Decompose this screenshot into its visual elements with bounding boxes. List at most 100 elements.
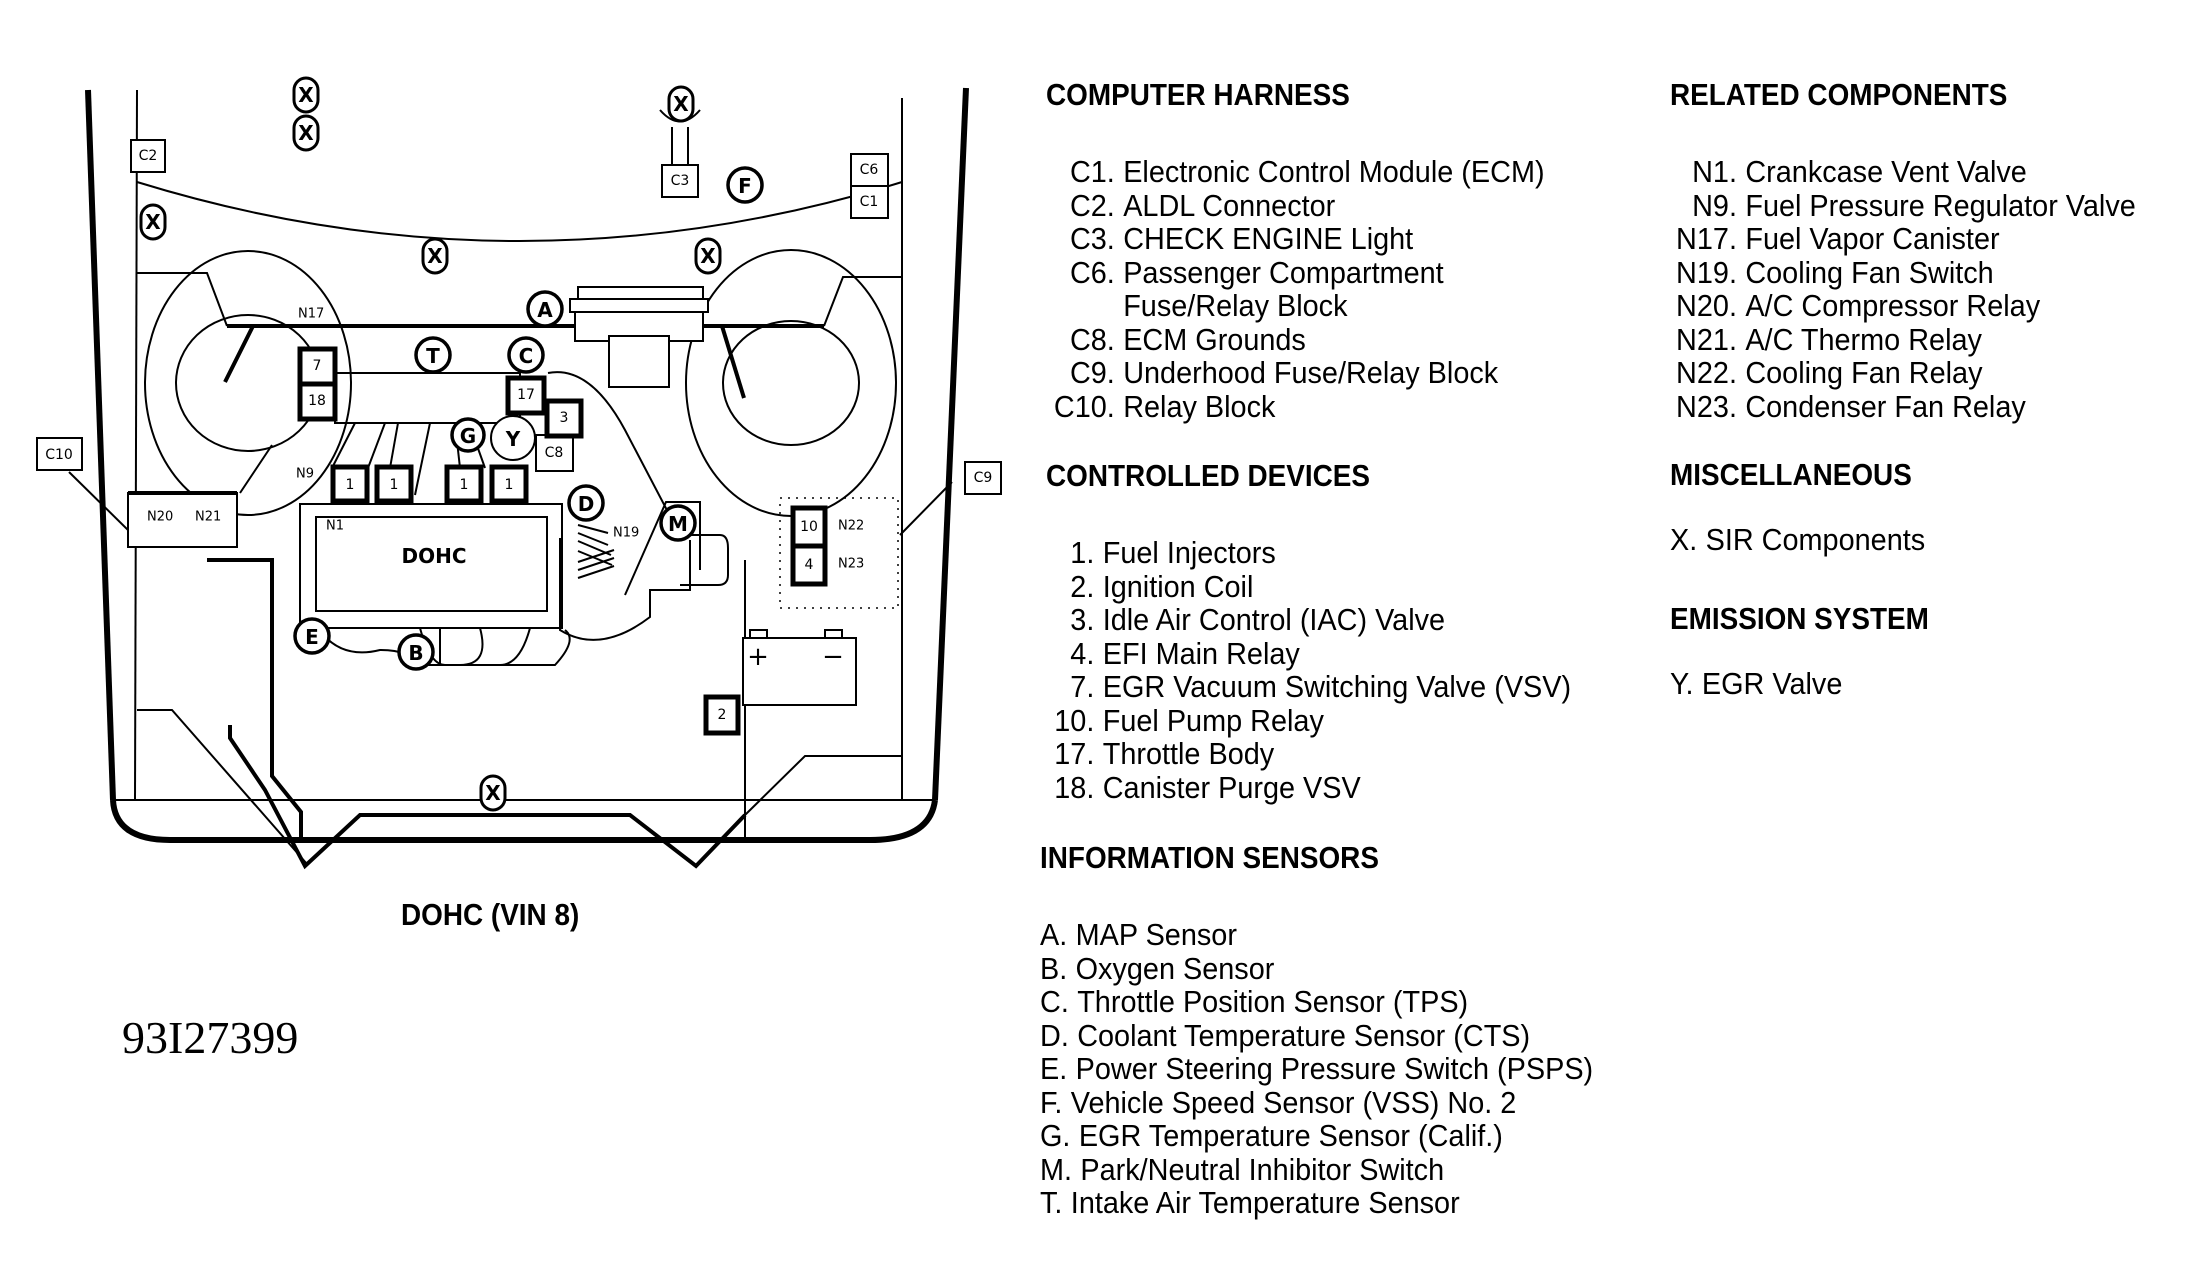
legend-item-text-wrap: A/C Thermo Relay [1745,322,1982,357]
section-title: RELATED COMPONENTS [1670,77,2008,112]
legend-item-code: N19. [1676,254,1737,290]
callout-x: X [292,114,320,152]
legend-item-text: Passenger Compartment [1123,254,1444,290]
legend-item-text: Underhood Fuse/Relay Block [1123,355,1499,390]
hose [547,371,729,586]
legend-item-text-wrap: Park/Neutral Inhibitor Switch [1080,1151,1445,1187]
legend-item-text: Oxygen Sensor [1075,950,1275,986]
legend-item-code: B. [1040,950,1068,986]
injector-1-label: 1 [346,477,355,493]
svg-text:X: X [298,83,314,107]
injector-2-label: 1 [390,477,399,493]
legend-item: C3.CHECK ENGINE Light [1046,222,1545,256]
legend-list: X.SIR Components [1670,523,1944,557]
battery-plus: + [747,642,769,672]
legend-item-code: 10. [1054,702,1095,738]
legend-item-text-wrap: Canister Purge VSV [1102,769,1361,805]
device-2-label: 2 [718,707,727,723]
relay-block-n20-n21: N20 N21 [127,491,238,548]
legend-item: D.Coolant Temperature Sensor (CTS) [1040,1017,1593,1053]
section-title: COMPUTER HARNESS [1046,77,1350,112]
legend-item-text-wrap: ALDL Connector [1123,187,1336,223]
legend-item-text: Crankcase Vent Valve [1745,154,2027,189]
svg-text:T: T [426,344,440,368]
diagram-caption: DOHC (VIN 8) [401,897,580,932]
section-title: INFORMATION SENSORS [1040,840,1379,875]
legend-item-code: C1. [1069,154,1115,189]
device-boxes: 7 18 17 3 1 1 1 1 2 [297,346,741,736]
tag-n9: N9 [296,467,314,482]
legend-item-text: Park/Neutral Inhibitor Switch [1080,1151,1445,1187]
legend-item: G.EGR Temperature Sensor (Calif.) [1040,1119,1593,1153]
legend-item-text-wrap: Underhood Fuse/Relay Block [1123,356,1498,390]
tag-n22: N22 [838,519,864,534]
legend-item-text: Fuel Injectors [1102,535,1276,570]
svg-text:F: F [738,174,752,198]
legend-item-code: M. [1040,1151,1073,1187]
legend-item-text-wrap: Ignition Coil [1102,568,1254,604]
legend-item: B.Oxygen Sensor [1040,950,1593,986]
device-17-label: 17 [517,387,535,403]
svg-text:X: X [145,210,161,234]
svg-text:X: X [427,244,443,268]
legend-item: 2.Ignition Coil [1046,568,1571,604]
legend-item: 3.Idle Air Control (IAC) Valve [1046,603,1571,637]
box-c6: C6 [860,162,879,178]
legend-item: 1.Fuel Injectors [1046,536,1571,570]
svg-text:G: G [460,424,476,448]
legend-item: E.Power Steering Pressure Switch (PSPS) [1040,1052,1593,1086]
legend-item-code: F. [1040,1084,1063,1120]
legend-item-text-wrap: Cooling Fan Switch [1745,254,1994,290]
svg-text:E: E [305,625,319,649]
legend-item-code: E. [1040,1051,1068,1086]
legend-item-text: EGR Temperature Sensor (Calif.) [1078,1118,1503,1153]
legend-item-code: 17. [1054,736,1095,771]
legend-item-text: Cooling Fan Relay [1745,355,1983,390]
box-c8: C8 [545,445,564,461]
legend-item-code: C10. [1053,388,1115,424]
section-title: MISCELLANEOUS [1670,457,1912,492]
legend-item-text: ALDL Connector [1123,187,1336,223]
legend-item-text: Ignition Coil [1102,568,1254,604]
legend-item: N22.Cooling Fan Relay [1670,356,2136,390]
legend-item-text: Canister Purge VSV [1102,769,1361,805]
box-c3: C3 [671,173,690,189]
legend-item-text-wrap: Intake Air Temperature Sensor [1071,1186,1460,1220]
callout-t: T [414,336,452,374]
svg-text:X: X [673,92,689,116]
legend-item-text: CHECK ENGINE Light [1123,221,1414,256]
legend-item-text: Throttle Body [1102,736,1275,771]
tag-n23: N23 [838,557,864,572]
legend-item-text-wrap: Crankcase Vent Valve [1745,155,2027,189]
legend-item-code: N17. [1676,221,1737,256]
legend-item-text-wrap: Electronic Control Module (ECM) [1123,155,1544,189]
legend-item: 18.Canister Purge VSV [1046,769,1571,805]
legend-item-text: SIR Components [1705,522,1926,557]
injector-4-label: 1 [505,477,514,493]
legend-item-code: N21. [1676,321,1737,357]
legend-item-code: C8. [1069,321,1115,357]
connector-boxes: C10 C2 C3 C6 C1 C9 C8 [36,139,1002,495]
legend-item-text-wrap: Throttle Position Sensor (TPS) [1077,985,1468,1019]
legend-item-code: A. [1040,917,1068,952]
legend-item: N1.Crankcase Vent Valve [1670,155,2136,189]
box-c9: C9 [974,470,993,486]
injector-3-label: 1 [460,477,469,493]
legend-item: 17.Throttle Body [1046,737,1571,771]
legend-item-text: Cooling Fan Switch [1745,254,1994,290]
callout-m: M [659,504,697,542]
sir-callouts: X X X X X X X [139,76,722,812]
legend-item: X.SIR Components [1670,523,1925,557]
legend-item-text: Coolant Temperature Sensor (CTS) [1077,1017,1531,1053]
svg-text:M: M [668,512,688,536]
legend-item-text: Idle Air Control (IAC) Valve [1102,602,1446,637]
legend-item-code: N22. [1676,355,1737,390]
legend-item-text-wrap: A/C Compressor Relay [1745,289,2040,323]
legend-item: C1.Electronic Control Module (ECM) [1046,155,1545,189]
callout-d: D [567,484,605,522]
callout-e: E [293,617,331,655]
